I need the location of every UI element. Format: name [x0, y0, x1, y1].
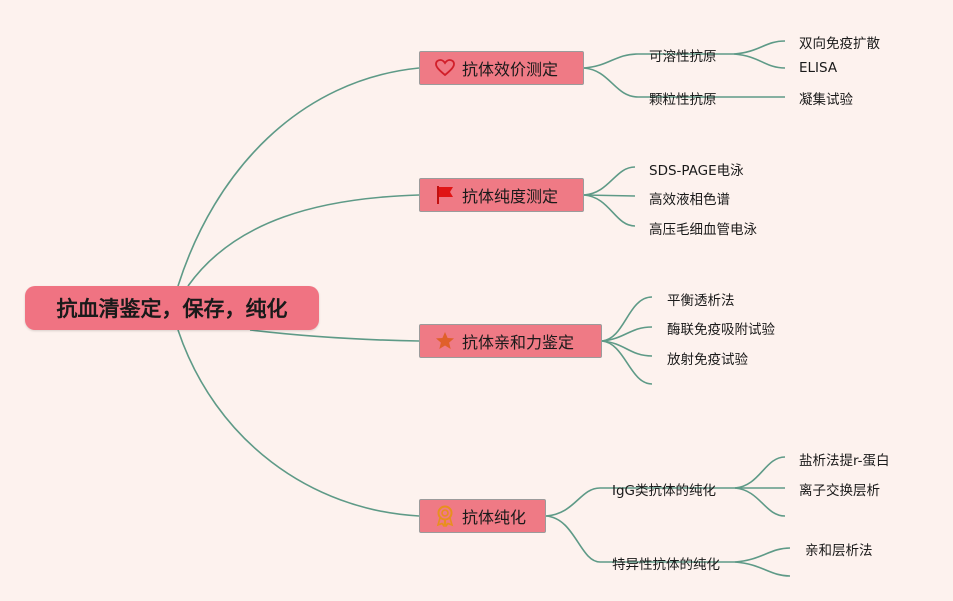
link-b2-c1 [601, 326, 653, 342]
node-equilibrium-dialysis[interactable]: 平衡透析法 [667, 293, 735, 309]
link-b0-c0 [583, 53, 639, 69]
node-agglutination-test[interactable]: 凝集试验 [799, 92, 853, 108]
node-hplc[interactable]: 高效液相色谱 [649, 192, 730, 208]
star-icon [434, 330, 456, 352]
branch-label: 抗体纯度测定 [462, 187, 559, 206]
award-icon [434, 505, 456, 527]
root-topic-label: 抗血清鉴定，保存，纯化 [56, 297, 288, 321]
link-b3-c0-g0 [734, 456, 786, 489]
link-b1-c2 [583, 194, 636, 227]
node-sds-page[interactable]: SDS-PAGE电泳 [649, 163, 744, 179]
node-salting-out[interactable]: 盐析法提r-蛋白 [799, 453, 890, 469]
node-igg-purification[interactable]: IgG类抗体的纯化 [612, 483, 717, 499]
node-affinity-chromatography[interactable]: 亲和层析法 [805, 543, 873, 559]
link-b0-c0-g1 [733, 53, 786, 69]
node-particulate-antigen[interactable]: 颗粒性抗原 [649, 92, 717, 108]
branch-potency-test[interactable]: 抗体效价测定 [419, 51, 584, 85]
link-b3-c0-g2 [734, 487, 786, 517]
link-b3-c0 [545, 487, 601, 517]
branch-affinity-test[interactable]: 抗体亲和力鉴定 [419, 324, 602, 358]
link-b1-c1 [583, 194, 636, 197]
link-b2-c3 [601, 340, 653, 385]
link-b2-c0 [601, 296, 653, 342]
node-elisa[interactable]: ELISA [799, 60, 838, 76]
link-b3-c1-g1 [734, 561, 791, 577]
link-b0-c0-g0 [733, 40, 786, 55]
node-soluble-antigen[interactable]: 可溶性抗原 [649, 49, 717, 65]
link-root-branch-3 [177, 329, 420, 517]
node-ion-exchange[interactable]: 离子交换层析 [799, 483, 880, 499]
link-b3-c1-g0 [734, 547, 791, 563]
node-elisa-assay[interactable]: 酶联免疫吸附试验 [667, 322, 775, 338]
node-radioimmunoassay[interactable]: 放射免疫试验 [667, 352, 748, 368]
flag-icon [434, 184, 456, 206]
link-b3-c1 [545, 515, 601, 563]
branch-label: 抗体纯化 [462, 508, 527, 527]
branch-purity-test[interactable]: 抗体纯度测定 [419, 178, 584, 212]
node-specific-antibody-purification[interactable]: 特异性抗体的纯化 [612, 557, 720, 573]
root-topic[interactable]: 抗血清鉴定，保存，纯化 [25, 286, 319, 330]
link-b1-c0 [583, 166, 636, 196]
branch-label: 抗体效价测定 [462, 60, 559, 79]
heart-icon [434, 57, 456, 79]
link-b0-c1 [583, 67, 639, 98]
branch-antibody-purification[interactable]: 抗体纯化 [419, 499, 546, 533]
link-root-branch-0 [177, 67, 420, 287]
branch-label: 抗体亲和力鉴定 [462, 333, 575, 352]
link-root-branch-2 [249, 329, 420, 342]
node-capillary-electrophoresis[interactable]: 高压毛细血管电泳 [649, 222, 757, 238]
link-root-branch-1 [187, 194, 420, 287]
node-double-immunodiffusion[interactable]: 双向免疫扩散 [799, 36, 880, 52]
